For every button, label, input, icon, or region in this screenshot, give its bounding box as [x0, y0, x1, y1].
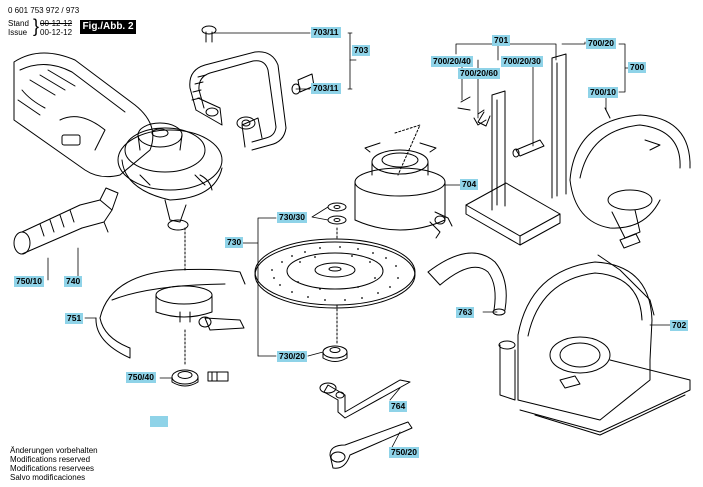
blade-guard-drawing — [569, 107, 691, 249]
angle-grinder-drawing — [13, 52, 223, 231]
cutting-stand-drawing — [457, 53, 567, 246]
extraction-adapter-drawing — [354, 124, 453, 239]
callout-740: 740 — [64, 276, 83, 287]
footer-line-en: Modifications reserved — [10, 455, 91, 464]
figure-label: Fig./Abb. 2 — [80, 20, 136, 34]
callout-750-20: 750/20 — [389, 447, 419, 458]
washers-drawing — [327, 202, 347, 241]
issue-value: 00-12-12 — [40, 28, 73, 37]
callout-700: 700 — [628, 62, 647, 73]
suction-hose-drawing — [427, 252, 507, 316]
callout-700-20: 700/20 — [586, 38, 616, 49]
callout-700-10: 700/10 — [588, 87, 618, 98]
wrench-764-drawing — [319, 379, 411, 419]
cutting-guard-drawing — [498, 254, 691, 436]
footer-line-de: Änderungen vorbehalten — [10, 446, 98, 455]
callout-leaders — [47, 32, 671, 452]
footer-line-es: Salvo modificaciones — [10, 473, 86, 482]
flange-nut-drawing — [171, 369, 229, 387]
callout-703-11-bottom: 703/11 — [311, 83, 341, 94]
callout-700-20-30: 700/20/30 — [501, 56, 543, 67]
callout-blank — [150, 416, 168, 427]
sanding-disc-drawing — [254, 238, 416, 346]
callout-751: 751 — [65, 313, 84, 324]
callout-730: 730 — [225, 237, 244, 248]
callout-700-20-40: 700/20/40 — [431, 56, 473, 67]
callout-730-30: 730/30 — [277, 212, 307, 223]
callout-702: 702 — [670, 320, 689, 331]
protective-guard-drawing — [95, 268, 246, 359]
callout-703-11-top: 703/11 — [311, 27, 341, 38]
stand-value: 00-12-12 — [40, 19, 73, 28]
side-handle-drawing — [13, 187, 119, 255]
stand-label: Stand — [8, 19, 29, 28]
backing-nut-drawing — [322, 345, 348, 362]
wrench-750-20-drawing — [329, 421, 413, 469]
footer-line-fr: Modifications reservees — [10, 464, 95, 473]
callout-764: 764 — [389, 401, 408, 412]
document-number: 0 601 753 972 / 973 — [8, 6, 80, 15]
callout-703: 703 — [352, 45, 371, 56]
brace-icon: } — [33, 16, 40, 36]
callout-704: 704 — [460, 179, 479, 190]
issue-label: Issue — [8, 28, 28, 37]
callout-701: 701 — [492, 35, 511, 46]
callout-700-20-60: 700/20/60 — [458, 68, 500, 79]
callout-730-20: 730/20 — [277, 351, 307, 362]
bow-handle-drawing — [189, 25, 315, 151]
callout-750-10: 750/10 — [14, 276, 44, 287]
callout-763: 763 — [456, 307, 475, 318]
callout-750-40: 750/40 — [126, 372, 156, 383]
